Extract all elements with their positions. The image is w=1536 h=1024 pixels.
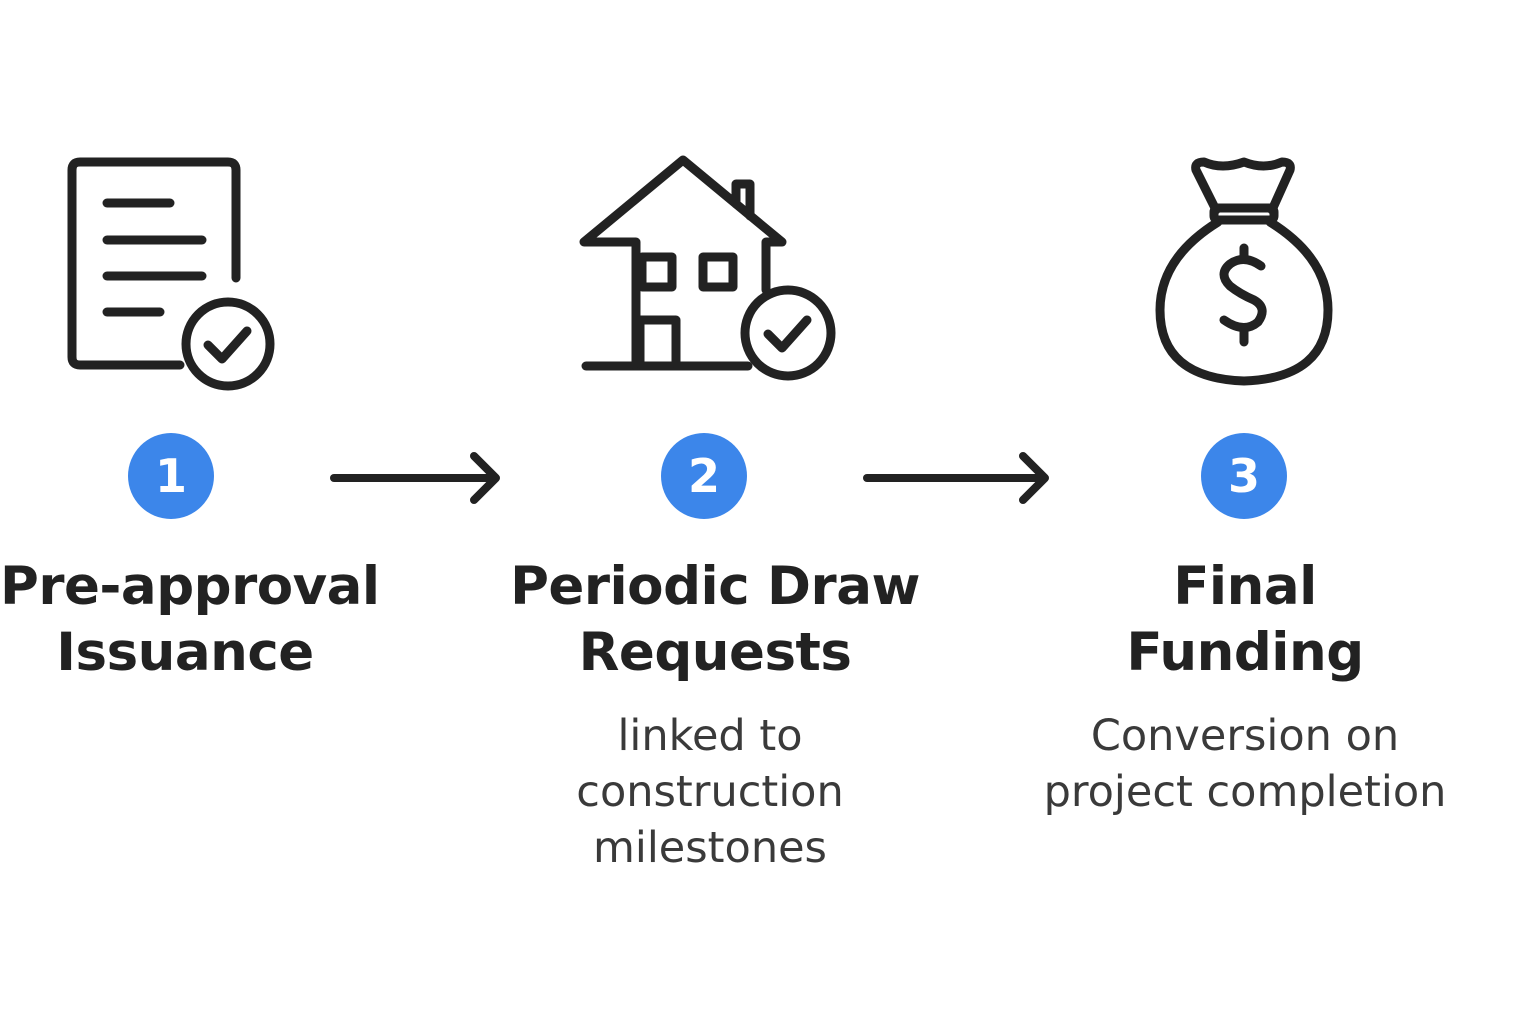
step-2-title-line: Periodic Draw [510,556,920,617]
step-3-description: Conversion on project completion [1025,708,1465,820]
house-check-icon [570,150,850,390]
step-2-title: Periodic Draw Requests [500,554,930,686]
step-1-title: Pre-approval Issuance [0,554,380,686]
money-bag-icon [1148,150,1348,390]
step-2-badge: 2 [661,433,747,519]
step-3-title-line: Funding [1126,622,1364,683]
step-2-description-line: construction [576,767,844,817]
step-2-description: linked to construction milestones [510,708,910,876]
step-1-title-line: Pre-approval [0,556,380,617]
arrow-right-icon [863,450,1053,506]
step-2-description-line: milestones [593,823,827,873]
document-check-icon [60,150,290,400]
step-3-description-line: project completion [1043,767,1447,817]
step-1-title-line: Issuance [56,622,314,683]
step-2-title-line: Requests [578,622,852,683]
arrow-right-icon [330,450,505,506]
step-2-description-line: linked to [617,711,803,761]
step-3-title-line: Final [1173,556,1317,617]
step-1-badge: 1 [128,433,214,519]
step-3-description-line: Conversion on [1090,711,1400,761]
step-3-badge: 3 [1201,433,1287,519]
step-3-title: Final Funding [1090,554,1400,686]
